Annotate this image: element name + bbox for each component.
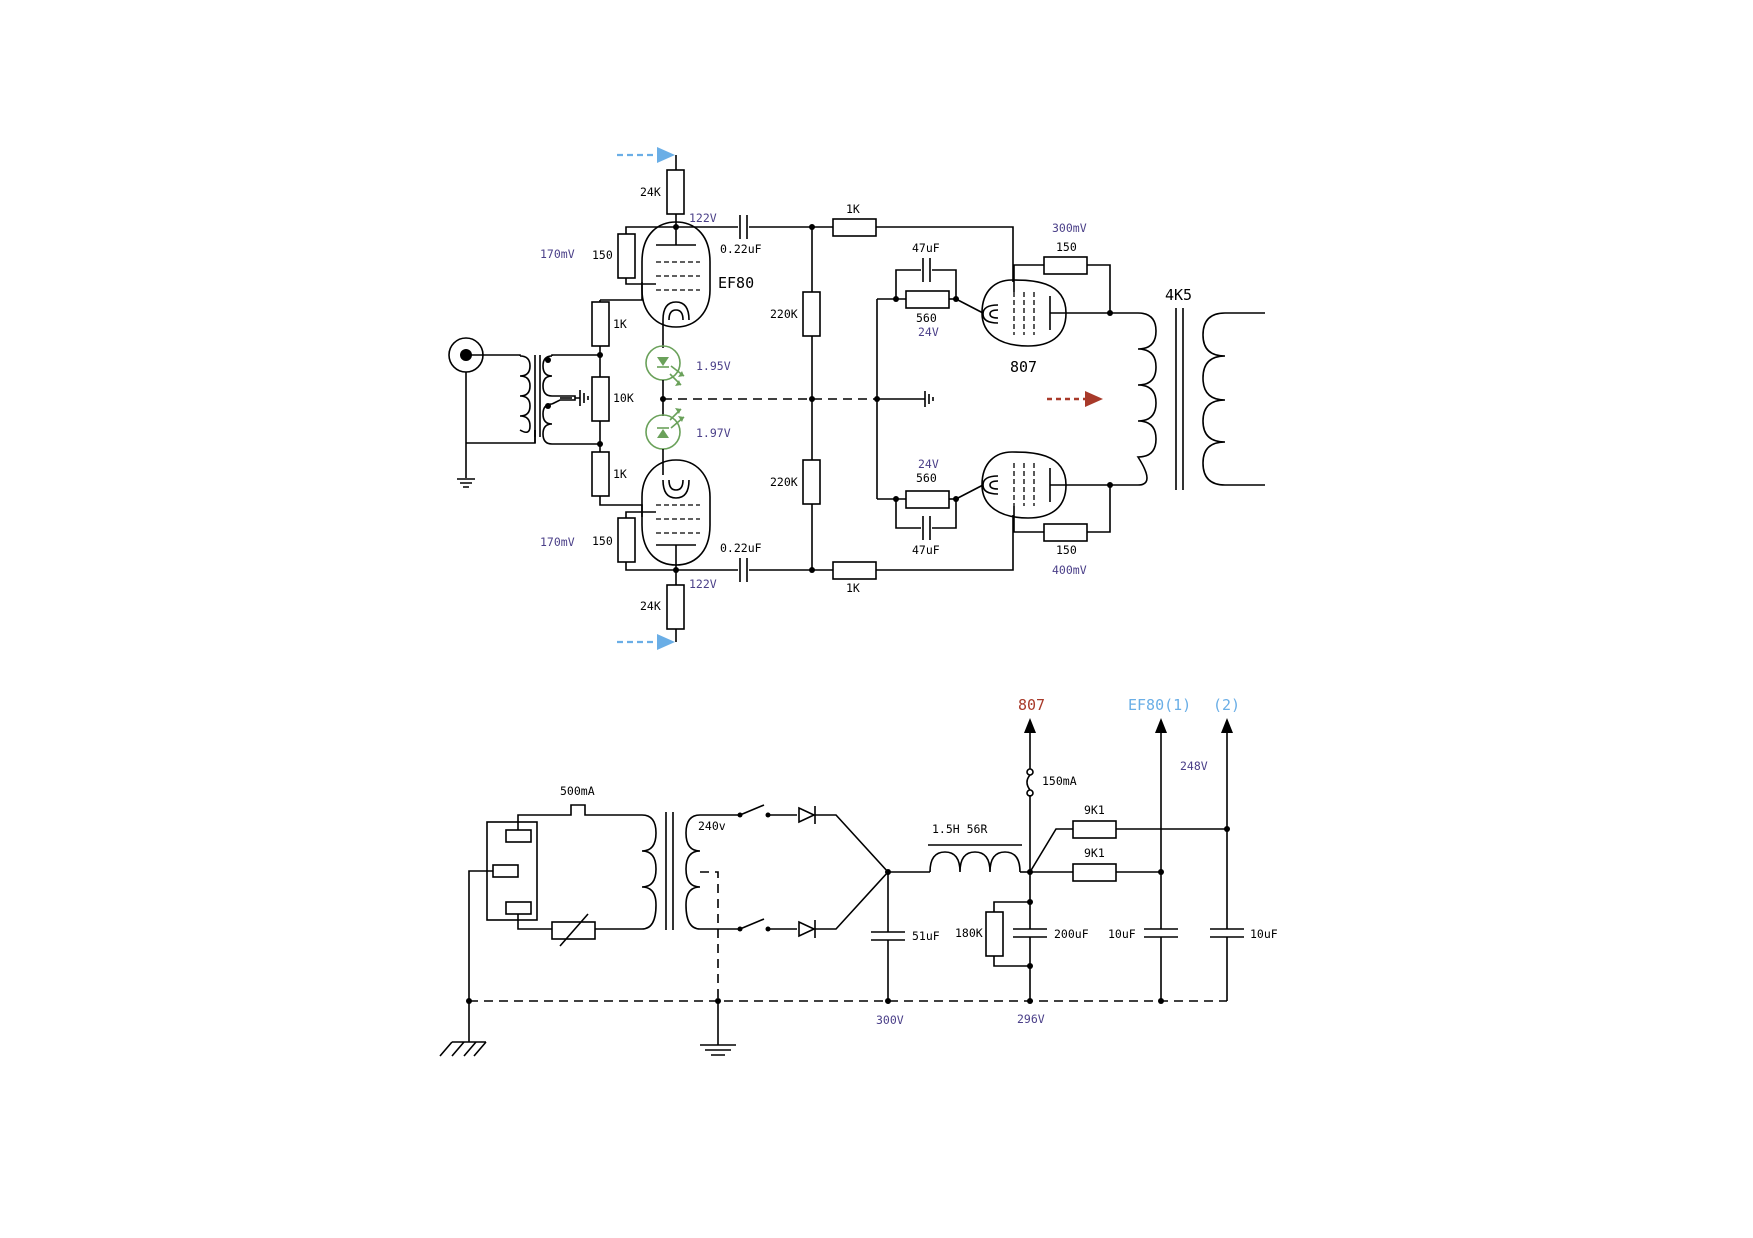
label-res-150-screen-bottom: 150 <box>1056 543 1077 557</box>
led-top <box>645 345 685 386</box>
resistor-150-screen-bottom <box>1043 523 1088 542</box>
label-res-220k-bottom: 220K <box>770 475 798 489</box>
resistor-220k-top <box>802 291 821 337</box>
label-cap-200uf: 200uF <box>1054 927 1089 941</box>
label-res-9k1-top: 9K1 <box>1084 803 1105 817</box>
capacitor-10uf-a <box>1144 928 1178 938</box>
label-volt-296: 296V <box>1017 1012 1045 1026</box>
mains-socket <box>486 821 538 921</box>
arrow-ef80-supply-top <box>617 147 675 163</box>
label-res-10k: 10K <box>613 391 634 405</box>
label-choke: 1.5H 56R <box>932 822 987 836</box>
label-led-volt-bottom: 1.97V <box>696 426 731 440</box>
arrow-ef80-supply-bottom <box>617 634 675 650</box>
capacitor-200uf <box>1013 928 1047 938</box>
resistor-150-cathode-bottom <box>617 517 636 563</box>
label-res-150-screen-top: 150 <box>1056 240 1077 254</box>
label-res-150-cathode-bottom: 150 <box>592 534 613 548</box>
resistor-220k-bottom <box>802 459 821 505</box>
capacitor-10uf-b <box>1210 928 1244 938</box>
label-cap-022-bottom: 0.22uF <box>720 541 762 555</box>
resistor-150-screen-top <box>1043 256 1088 275</box>
resistor-560-bottom <box>905 490 950 509</box>
label-res-9k1-bottom: 9K1 <box>1084 846 1105 860</box>
label-res-560-bottom: 560 <box>916 471 937 485</box>
label-cap-47-top: 47uF <box>912 241 940 255</box>
label-volt-24-top: 24V <box>918 325 939 339</box>
arrow-807-supply <box>1047 391 1103 407</box>
label-cap-10uf-a: 10uF <box>1108 927 1136 941</box>
label-volt-400mv: 400mV <box>1052 563 1087 577</box>
input-transformer <box>519 353 601 446</box>
resistor-24k-bottom <box>666 584 685 630</box>
resistor-24k-top <box>666 169 685 215</box>
resistor-560-top <box>905 290 950 309</box>
capacitor-0.22uf-bottom <box>739 558 748 582</box>
resistor-10k <box>591 376 610 422</box>
capacitor-0.22uf-top <box>739 215 748 239</box>
label-volt-300mv: 300mV <box>1052 221 1087 235</box>
resistor-1k-grid-bottom <box>832 561 877 580</box>
label-tube-807: 807 <box>1010 358 1037 376</box>
label-res-180k: 180K <box>955 926 983 940</box>
label-out-ef80: EF80(1) <box>1128 696 1191 714</box>
resistor-9k1-top <box>1072 820 1117 839</box>
capacitor-47uf-bottom <box>922 516 931 540</box>
label-res-1k-grid-top: 1K <box>846 202 860 216</box>
ground-symbol-psu <box>700 1001 736 1056</box>
label-cap-022-top: 0.22uF <box>720 242 762 256</box>
led-bottom <box>645 408 685 450</box>
diode-top <box>798 806 816 824</box>
label-out-2: (2) <box>1213 696 1240 714</box>
label-tube-ef80: EF80 <box>718 274 754 292</box>
power-transformer <box>641 812 701 930</box>
label-volt-248: 248V <box>1180 759 1208 773</box>
label-res-1k-input-top: 1K <box>613 317 627 331</box>
label-res-150-cathode-top: 150 <box>592 248 613 262</box>
choke-inductor <box>928 844 1022 873</box>
resistor-9k1-bottom <box>1072 863 1117 882</box>
resistor-150-cathode-top <box>617 233 636 279</box>
arrow-ef80-1-out <box>1155 718 1167 733</box>
tube-807-top <box>981 279 1067 347</box>
label-transformer-4k5: 4K5 <box>1165 286 1192 304</box>
label-led-volt-top: 1.95V <box>696 359 731 373</box>
label-volt-300: 300V <box>876 1013 904 1027</box>
label-res-24k-bottom: 24K <box>640 599 661 613</box>
label-volt-122-bottom: 122V <box>689 577 717 591</box>
label-cap-51uf: 51uF <box>912 929 940 943</box>
ground-symbol-input <box>457 463 475 488</box>
label-secondary-240v: 240v <box>698 819 726 833</box>
label-res-24k-top: 24K <box>640 185 661 199</box>
label-res-560-top: 560 <box>916 311 937 325</box>
label-volt-170-bottom: 170mV <box>540 535 575 549</box>
label-res-1k-input-bottom: 1K <box>613 467 627 481</box>
resistor-1k-input-bottom <box>591 451 610 497</box>
label-volt-122-top: 122V <box>689 211 717 225</box>
resistor-180k <box>985 911 1004 957</box>
label-res-220k-top: 220K <box>770 307 798 321</box>
label-volt-170-top: 170mV <box>540 247 575 261</box>
resistor-1k-grid-top <box>832 218 877 237</box>
capacitor-51uf <box>871 931 905 941</box>
output-transformer <box>1110 308 1265 490</box>
label-cap-47-bottom: 47uF <box>912 543 940 557</box>
arrow-ef80-2-out <box>1221 718 1233 733</box>
earth-symbol <box>439 1001 487 1057</box>
arrow-807-out <box>1024 718 1036 733</box>
label-volt-24-bottom: 24V <box>918 457 939 471</box>
resistor-1k-input-top <box>591 301 610 347</box>
label-fuse-500ma: 500mA <box>560 784 595 798</box>
tube-ef80-bottom <box>641 459 711 566</box>
capacitor-47uf-top <box>922 258 931 282</box>
label-res-1k-grid-bottom: 1K <box>846 581 860 595</box>
label-out-807: 807 <box>1018 696 1045 714</box>
diode-bottom <box>798 920 816 938</box>
label-fuse-150ma: 150mA <box>1042 774 1077 788</box>
label-cap-10uf-b: 10uF <box>1250 927 1278 941</box>
